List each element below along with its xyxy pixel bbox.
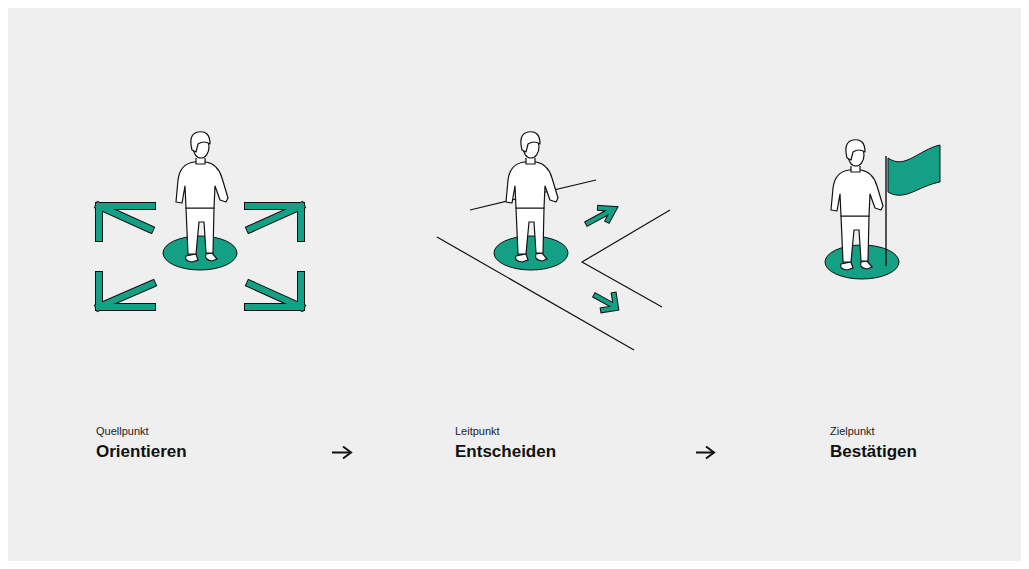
- stage-node: ZielpunktBestätigen: [714, 424, 964, 462]
- standpoint-disc: [494, 236, 568, 270]
- flow-arrow: [696, 452, 714, 454]
- person-figure: [831, 140, 883, 270]
- person-figure: [506, 132, 558, 262]
- goal-flag: [888, 145, 940, 195]
- stage-label: Quellpunkt: [96, 424, 332, 438]
- path-lines: [437, 180, 670, 350]
- flag-pole: [885, 156, 886, 266]
- stage-title: Bestätigen: [830, 441, 964, 462]
- flow-arrow: [332, 452, 351, 454]
- choice-arrow-outline: [588, 208, 616, 310]
- standpoint-disc: [163, 236, 237, 270]
- choice-arrow: [588, 208, 616, 310]
- stage-title: Entscheiden: [455, 441, 696, 462]
- stage-node: LeitpunktEntscheiden: [351, 424, 696, 462]
- background-panel: [8, 8, 1021, 561]
- stage-node: QuellpunktOrientieren: [96, 424, 332, 462]
- person-figure: [176, 132, 228, 262]
- stage-label: Leitpunkt: [455, 424, 696, 438]
- stage-title: Orientieren: [96, 441, 332, 462]
- stage-label: Zielpunkt: [830, 424, 964, 438]
